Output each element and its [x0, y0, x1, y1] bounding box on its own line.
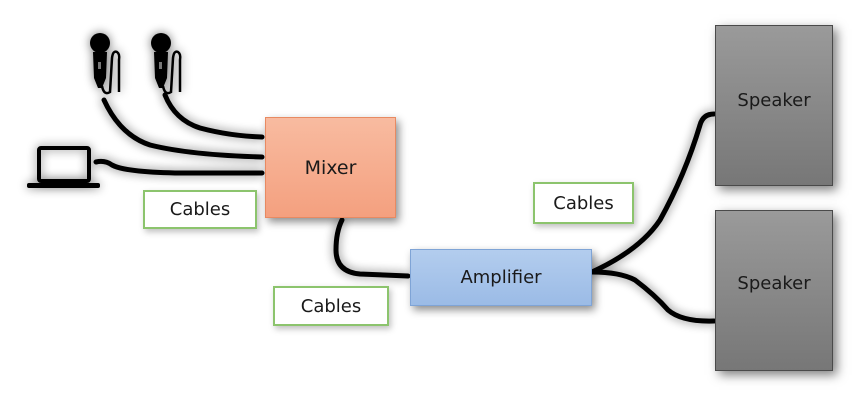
- amplifier-label: Amplifier: [460, 267, 542, 288]
- speaker-top-node: Speaker: [715, 25, 833, 186]
- microphone-icon: [151, 33, 182, 95]
- cable-mixer-amplifier: [333, 217, 411, 279]
- speaker-bottom-label: Speaker: [737, 273, 811, 294]
- cables-label-text: Cables: [169, 199, 231, 220]
- cables-label-speakers: Cables: [533, 182, 634, 224]
- speaker-top-label: Speaker: [737, 90, 811, 111]
- cable-amplifier-speaker-top: [589, 111, 717, 275]
- microphone-icon: [90, 33, 121, 95]
- speaker-bottom-node: Speaker: [715, 210, 833, 371]
- amplifier-node: Amplifier: [410, 249, 592, 306]
- cable-amplifier-speaker-bottom: [589, 269, 717, 324]
- cable-mic1-mixer: [101, 97, 265, 160]
- cables-label-inputs: Cables: [143, 190, 257, 229]
- cables-label-text: Cables: [300, 295, 362, 317]
- cable-mic2-mixer: [162, 92, 265, 140]
- laptop-icon: [27, 146, 100, 188]
- cable-laptop-mixer: [93, 158, 265, 176]
- mixer-label: Mixer: [304, 156, 357, 179]
- mixer-node: Mixer: [265, 117, 396, 218]
- cables-label-text: Cables: [553, 192, 614, 214]
- cables-label-mixer-amp: Cables: [273, 286, 389, 326]
